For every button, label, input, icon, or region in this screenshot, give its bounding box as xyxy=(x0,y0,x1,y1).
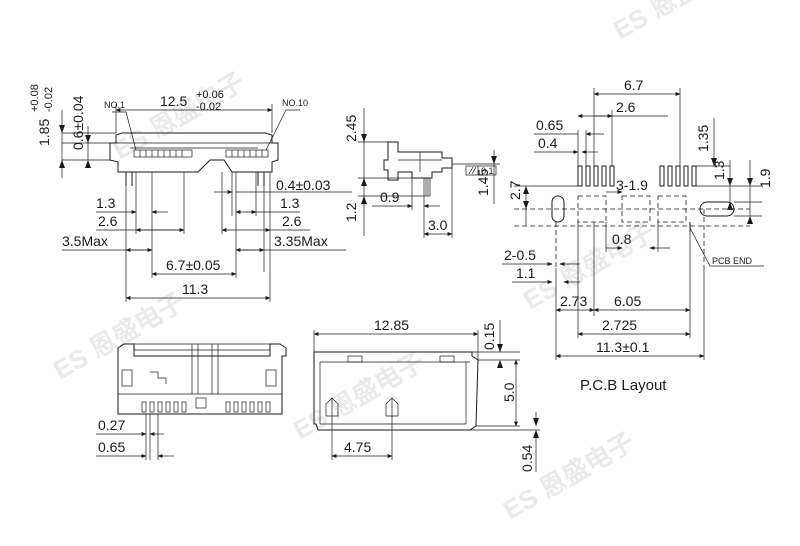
pcb-dim-1-9: 1.9 xyxy=(757,168,773,188)
dim-1-2: 1.2 xyxy=(343,202,359,222)
dim-1-3-right: 1.3 xyxy=(280,195,300,211)
left-contact-group xyxy=(133,149,193,158)
pcb-dim-3-1-9: 3-1.9 xyxy=(616,177,648,193)
pcb-layout-title: P.C.B Layout xyxy=(580,377,667,394)
dim-2-45: 2.45 xyxy=(343,115,359,142)
dim-width-tol-lower: -0.02 xyxy=(196,101,221,113)
pcb-dim-1-35: 1.35 xyxy=(695,125,711,152)
signal-pads-left xyxy=(577,165,615,187)
top-dim-5-0: 5.0 xyxy=(501,382,517,402)
watermark-text: ES 恩盛电子 xyxy=(608,0,749,45)
pcb-end-label: PCB END xyxy=(712,256,753,266)
pcb-dim-2-73: 2.73 xyxy=(560,293,587,309)
watermark-text: ES 恩盛电子 xyxy=(108,66,249,165)
dim-height2-label: 0.6±0.04 xyxy=(70,95,86,150)
dim-0-9: 0.9 xyxy=(380,189,400,205)
watermark-text: ES 恩盛电子 xyxy=(498,426,639,525)
dim-height-tol-lower: -0.02 xyxy=(43,87,55,112)
flatness-value: 0.1 xyxy=(481,166,494,176)
dim-3-5max: 3.5Max xyxy=(62,233,108,249)
signal-pads-right xyxy=(659,165,697,187)
pcb-layout-view: 6.7 2.6 0.65 0.4 1.35 1.3 1.9 2.7 xyxy=(502,77,773,394)
right-contact-group xyxy=(225,149,269,158)
pcb-dim-6-05: 6.05 xyxy=(614,293,641,309)
dim-11-3: 11.3 xyxy=(182,281,208,297)
pin10-label: NO.10 xyxy=(282,98,308,108)
top-dim-0-54: 0.54 xyxy=(519,445,535,472)
pcb-dim-2-725: 2.725 xyxy=(602,317,637,333)
dim-3-35max: 3.35Max xyxy=(274,233,328,249)
bottom-pins-right xyxy=(225,401,271,413)
dim-2-6-left: 2.6 xyxy=(98,213,118,229)
watermark-text: ES 恩盛电子 xyxy=(48,286,189,385)
pcb-dim-6-7: 6.7 xyxy=(624,77,644,93)
dim-1-45: 1.45 xyxy=(475,169,491,196)
dim-width-tol-upper: +0.06 xyxy=(196,89,224,101)
dim-width-label: 12.5 xyxy=(160,93,187,109)
bottom-dim-0-27: 0.27 xyxy=(98,417,125,433)
front-view: NO.1 NO.10 12.5 +0.06 -0.02 1.85 +0.08 -… xyxy=(29,84,352,302)
pcb-dim-2-7: 2.7 xyxy=(507,180,523,200)
top-dim-4-75: 4.75 xyxy=(344,439,371,455)
top-view: 12.85 0.15 5.0 0.54 4.75 xyxy=(313,317,540,472)
top-dim-0-15: 0.15 xyxy=(481,323,497,350)
pcb-dim-0-65: 0.65 xyxy=(536,117,563,133)
side-view: 0.1 2.45 1.2 1.45 0.9 3.0 xyxy=(343,108,500,238)
pcb-dim-2-6: 2.6 xyxy=(616,99,636,115)
pcb-dim-1-3: 1.3 xyxy=(711,160,727,180)
pcb-dim-0-8: 0.8 xyxy=(612,231,632,247)
pcb-dim-2-0-5: 2-0.5 xyxy=(504,247,536,263)
pcb-dim-11-3: 11.3±0.1 xyxy=(596,339,650,355)
watermark-group: ES 恩盛电子 ES 恩盛电子 ES 恩盛电子 ES 恩盛电子 ES 恩盛电子 … xyxy=(48,0,749,525)
bottom-pins-left xyxy=(141,401,187,413)
pcb-dim-1-1: 1.1 xyxy=(516,265,536,281)
dim-pin-width-label: 0.4±0.03 xyxy=(276,177,331,193)
dim-height-tol-upper: +0.08 xyxy=(29,84,41,112)
pin1-label: NO.1 xyxy=(104,100,125,110)
dim-3-0: 3.0 xyxy=(428,217,448,233)
top-dim-12-85: 12.85 xyxy=(374,317,409,333)
dim-2-6-right: 2.6 xyxy=(282,213,302,229)
pcb-dim-0-4: 0.4 xyxy=(538,135,558,151)
bottom-view: 0.27 0.65 xyxy=(96,343,287,460)
dim-height-label: 1.85 xyxy=(36,119,52,146)
dim-6-7: 6.7±0.05 xyxy=(166,257,221,273)
bottom-dim-0-65: 0.65 xyxy=(98,439,125,455)
dim-1-3-left: 1.3 xyxy=(96,195,116,211)
